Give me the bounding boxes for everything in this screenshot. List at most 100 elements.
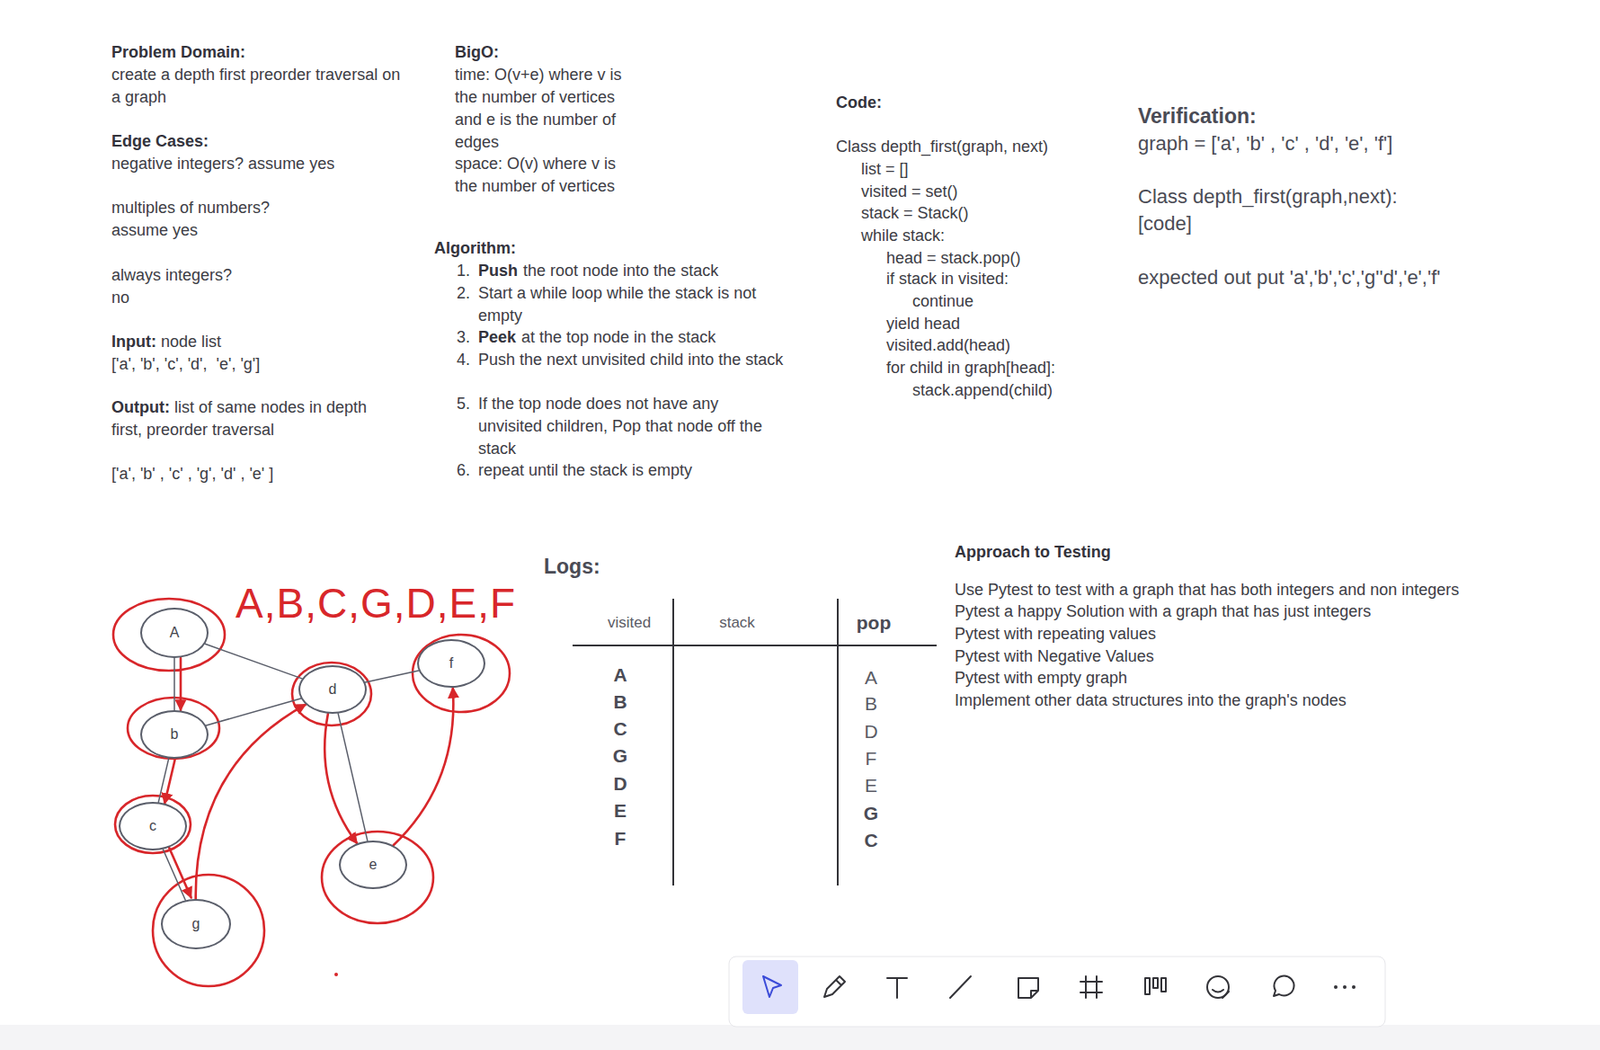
note-text: pop [837, 611, 910, 634]
note-text: D [848, 719, 894, 745]
note-text: visited.add(head) [886, 334, 1011, 357]
note-text: visited = set() [861, 180, 959, 204]
note-text: D [597, 771, 643, 797]
note-text: visited [584, 611, 675, 634]
note-text: B [848, 691, 894, 717]
note-text: node list [111, 330, 382, 354]
note-text: Push [478, 259, 518, 283]
node-letter: f [449, 655, 454, 672]
note-text: 1. [456, 259, 471, 283]
red-circle [152, 874, 265, 987]
toolbar [728, 956, 1386, 1027]
more-dot [1351, 985, 1356, 989]
note-text: stack = Stack() [861, 202, 969, 225]
note-text: Class depth_first(graph,next): [1137, 183, 1398, 211]
red-dot [334, 972, 338, 977]
note-text: B [597, 689, 643, 715]
note-text: Problem Domain: [111, 41, 246, 64]
note-text: if stack in visited: [886, 267, 1009, 291]
note-text: stack.append(child) [912, 379, 1053, 402]
graph-edge [204, 643, 303, 679]
note-text: create a depth first preorder traversal … [111, 63, 413, 109]
sticky-icon [1018, 977, 1039, 998]
table-rule [572, 644, 937, 647]
note-text: 5. [456, 392, 471, 416]
red-circle [115, 795, 191, 854]
selected-tool [742, 960, 799, 1014]
note-text: stack [692, 611, 783, 634]
traversal-arrow [168, 846, 192, 898]
note-text: Push the next unvisited child into the s… [478, 348, 789, 372]
graph-edge [364, 670, 418, 683]
note-text: Peek [478, 326, 516, 349]
note-text: G [848, 800, 894, 827]
note-text: ['a', 'b', 'c', 'd', 'e', 'g'] [111, 353, 260, 376]
note-text: Start a while loop while the stack is no… [478, 282, 789, 328]
note-text: Code: [835, 91, 882, 115]
note-text: list = [] [861, 158, 909, 181]
note-text: continue [912, 290, 974, 313]
traversal-arrow [393, 687, 454, 845]
text-icon [887, 977, 907, 998]
sticker-icon [1207, 976, 1229, 998]
pen-icon [824, 976, 845, 997]
graph-edge [173, 657, 176, 711]
node-letter: b [170, 726, 179, 743]
note-text: repeat until the stack is empty [478, 459, 789, 482]
note-text: Approach to Testing [954, 541, 1112, 564]
tool-icons [824, 975, 1295, 998]
note-text: BigO: [454, 41, 499, 64]
node-letter: d [328, 681, 338, 698]
note-text: Input: [111, 330, 157, 354]
note-text: time: O(v+e) where v is the number of ve… [454, 63, 640, 154]
log-table-lines [572, 598, 937, 886]
kanban-icon [1153, 977, 1158, 988]
sticker-icon [1212, 989, 1229, 998]
note-text: always integers? no [111, 264, 247, 310]
note-text: C [848, 827, 894, 854]
note-text: 4. [456, 348, 471, 372]
note-text: Use Pytest to test with a graph that has… [954, 578, 1459, 602]
note-text: [code] [1137, 210, 1192, 238]
graph-node: c [118, 801, 187, 851]
note-text: multiples of numbers? assume yes [111, 196, 310, 242]
note-text: 3. [456, 326, 471, 349]
node-letter: g [192, 915, 201, 933]
note-text: expected out put 'a','b','c','g''d','e',… [1137, 264, 1440, 292]
note-text: A,B,C,G,D,E,F [235, 577, 516, 629]
table-rule [672, 598, 675, 886]
traversal-arrow [195, 704, 306, 899]
note-text: for child in graph[head]: [886, 356, 1056, 380]
red-circles [113, 598, 510, 987]
note-text: F [597, 826, 643, 852]
node-letter: A [169, 624, 180, 641]
note-text: Edge Cases: [111, 130, 209, 153]
line-icon [950, 976, 971, 998]
node-letter: c [149, 817, 157, 835]
traversal-arrow [179, 657, 183, 711]
note-text: If the top node does not have any unvisi… [478, 392, 784, 461]
kanban-icon [1161, 977, 1166, 992]
red-circle [113, 598, 225, 671]
note-text: the root node into the stack [478, 259, 789, 283]
note-text: space: O(v) where v is the number of ver… [454, 152, 640, 198]
note-text: yield head [886, 312, 960, 336]
note-text: Pytest with repeating values [954, 622, 1156, 646]
red-circle [321, 831, 434, 924]
traversal-arrow [164, 759, 175, 804]
note-text: Pytest with empty graph [954, 666, 1128, 690]
note-text: 6. [456, 459, 471, 482]
red-circle [292, 662, 372, 726]
more-dot [1342, 985, 1347, 989]
note-text: Pytest with Negative Values [954, 645, 1155, 668]
more-dot [1333, 985, 1338, 989]
note-text: A [848, 665, 894, 691]
note-text: Output: [111, 396, 170, 419]
note-text: C [597, 716, 643, 742]
note-text: ['a', 'b' , 'c' , 'g', 'd' , 'e' ] [111, 462, 274, 486]
graph-node: A [140, 607, 209, 658]
note-text: Logs: [543, 552, 601, 580]
note-text: Algorithm: [434, 237, 516, 260]
note-text: E [848, 773, 894, 799]
red-circle [412, 634, 510, 712]
